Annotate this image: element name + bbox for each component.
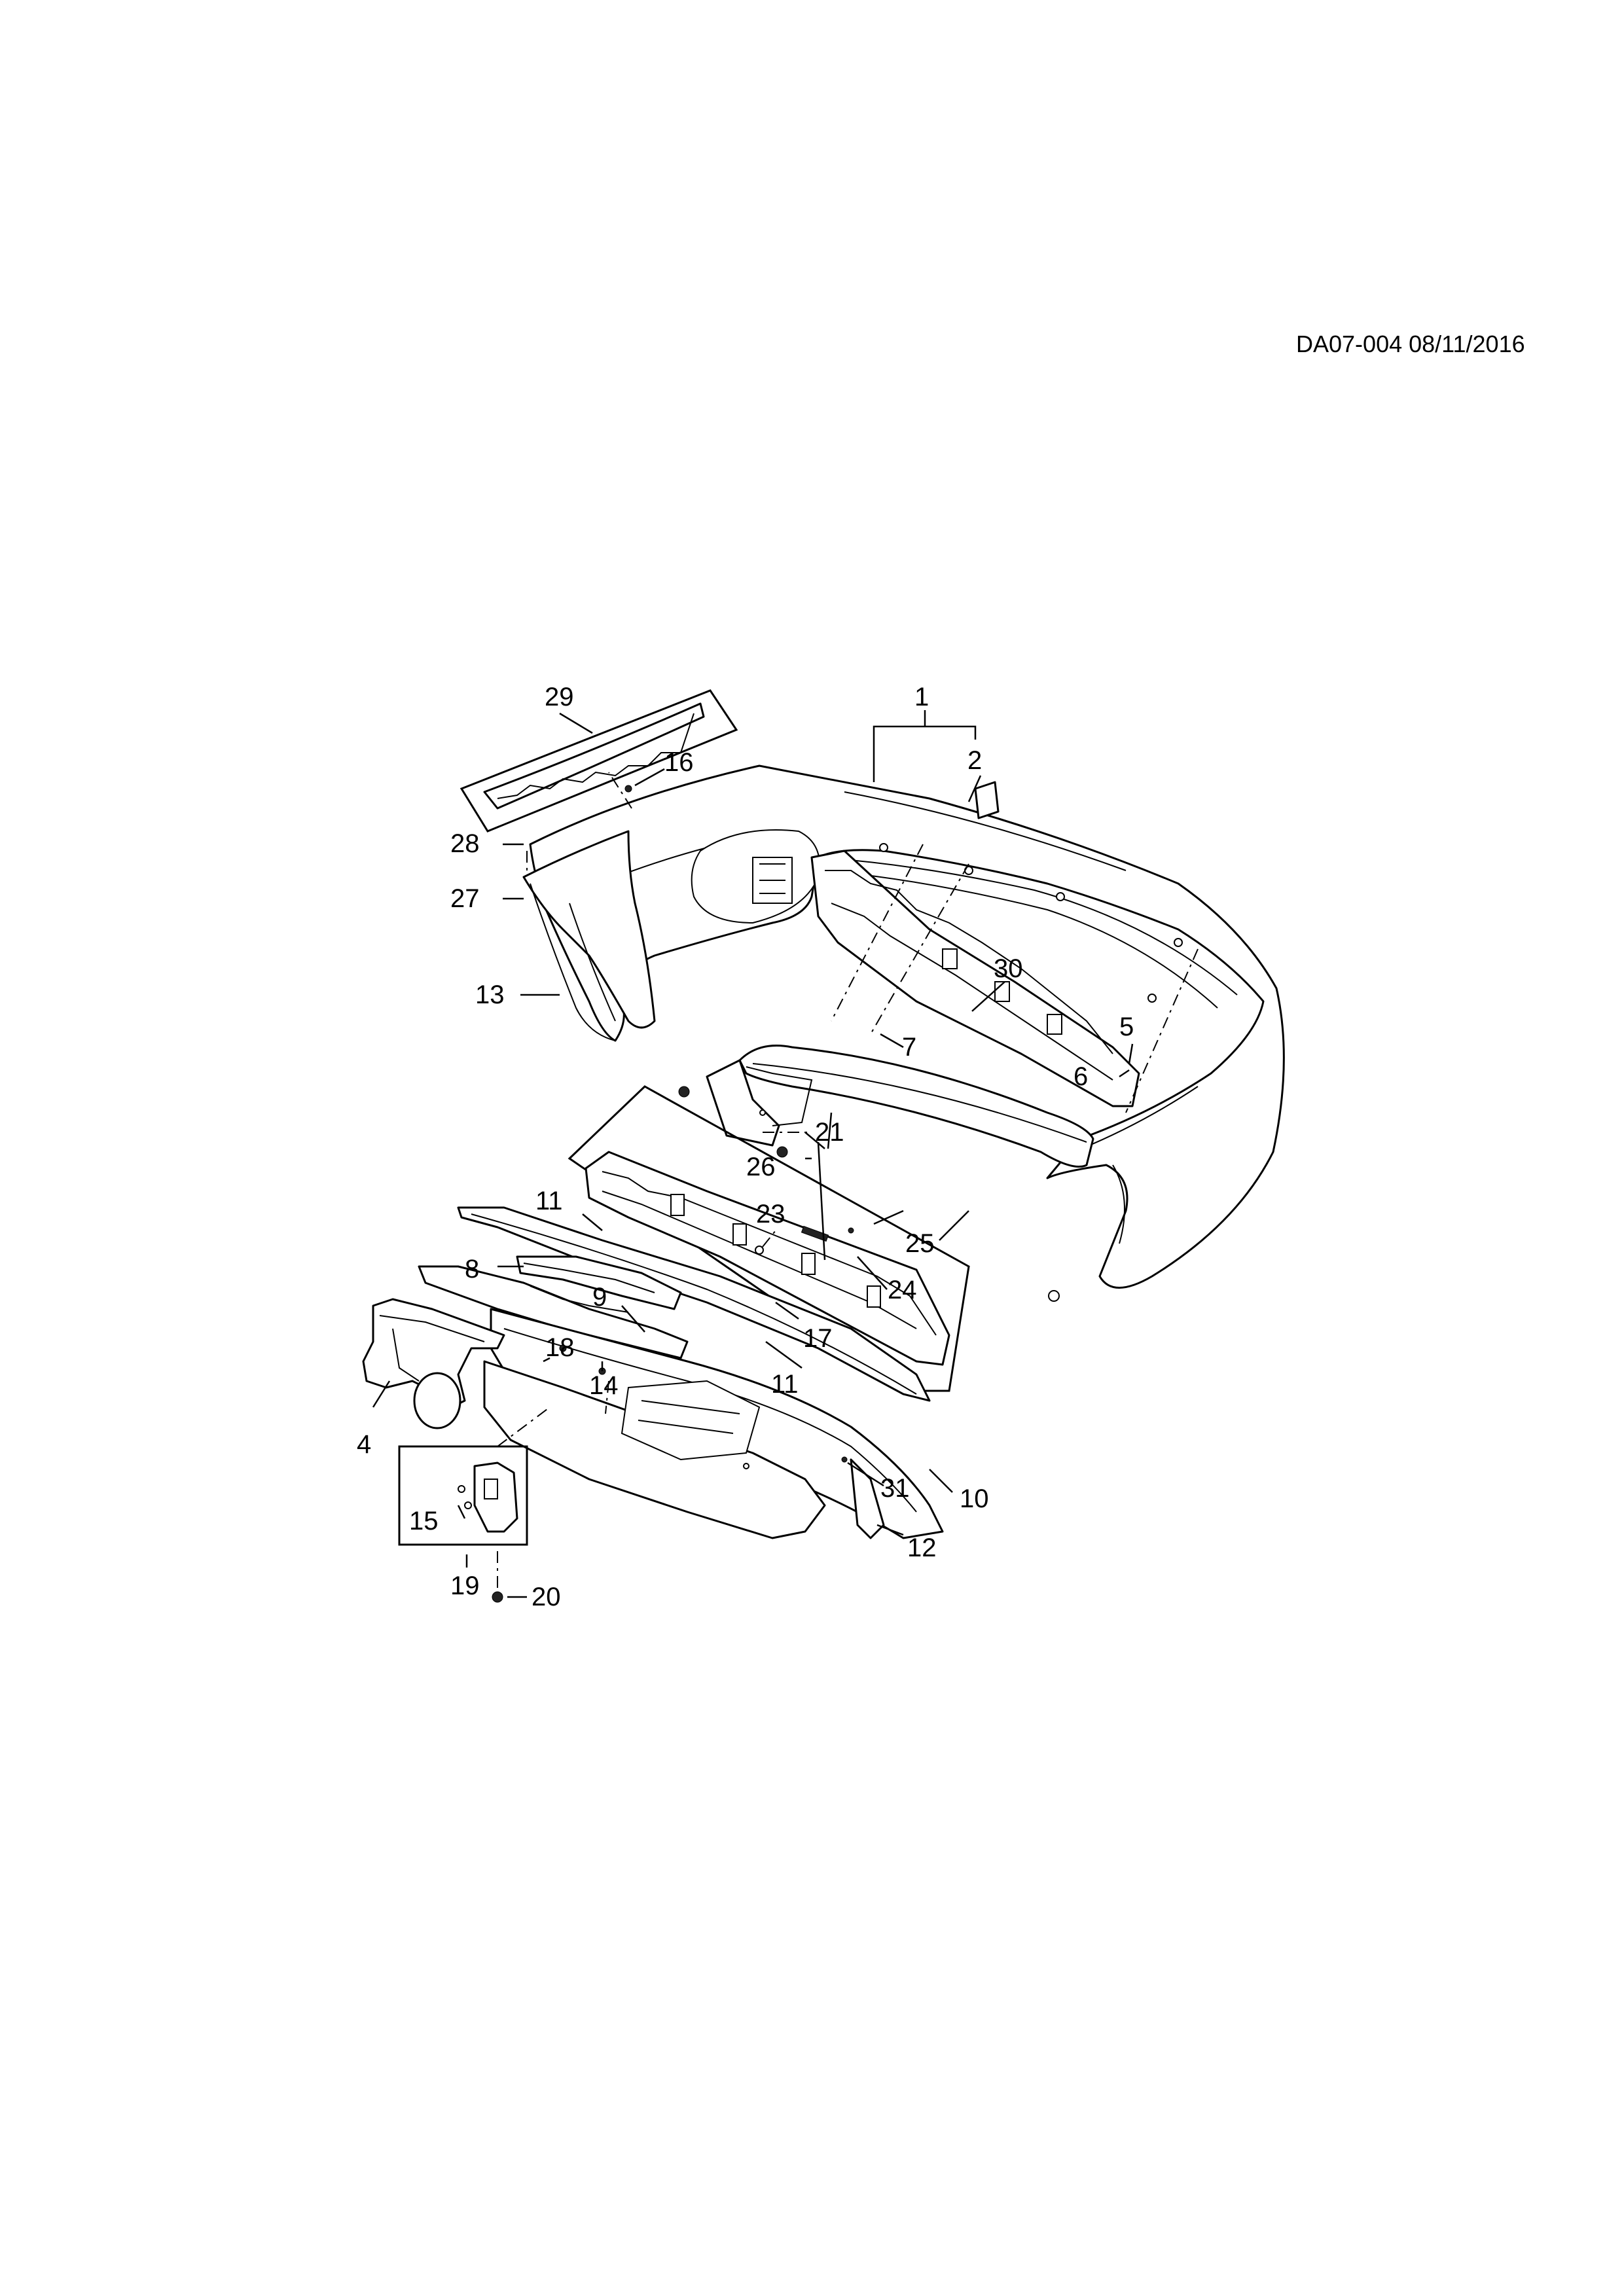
assembly-lines — [497, 772, 1199, 1590]
callout-14: 14 — [589, 1371, 619, 1400]
hitch-cover — [974, 781, 1000, 819]
callout-7: 7 — [902, 1033, 916, 1062]
document-id: DA07-004 08/11/2016 — [1296, 331, 1525, 357]
callout-9: 9 — [592, 1283, 607, 1312]
callout-30: 30 — [994, 954, 1023, 983]
callout-6: 6 — [1074, 1062, 1088, 1091]
energy-absorber-box — [568, 1085, 970, 1392]
callout-18: 18 — [545, 1333, 575, 1362]
callout-20: 20 — [532, 1583, 561, 1611]
callout-12: 12 — [907, 1534, 937, 1562]
callout-26: 26 — [746, 1153, 776, 1181]
callout-5: 5 — [1119, 1013, 1134, 1041]
callout-4: 4 — [357, 1430, 371, 1459]
callout-31: 31 — [880, 1474, 910, 1503]
lower-trim-strips — [418, 1206, 931, 1402]
callout-labels: 1 2 29 16 28 27 13 30 5 6 7 26 21 25 11 … — [357, 683, 1134, 1611]
callout-24: 24 — [888, 1276, 917, 1304]
callout-21: 21 — [815, 1118, 844, 1147]
callout-13: 13 — [475, 980, 505, 1009]
callout-11-lower: 11 — [771, 1370, 799, 1399]
callout-2: 2 — [967, 746, 982, 775]
callout-1: 1 — [914, 683, 929, 711]
bumper-cover — [522, 764, 1285, 1302]
left-bracket — [362, 1298, 505, 1429]
callout-8: 8 — [465, 1255, 479, 1283]
callout-28: 28 — [450, 829, 480, 858]
callout-11-upper: 11 — [535, 1187, 563, 1215]
reinforcement-bracket — [810, 850, 1140, 1107]
impact-beam — [678, 1045, 1094, 1168]
callout-16: 16 — [664, 748, 694, 777]
leader-lines — [372, 710, 1134, 1598]
callout-27: 27 — [450, 884, 480, 913]
upper-bracket-box — [460, 689, 738, 833]
callout-29: 29 — [545, 683, 574, 711]
callout-10: 10 — [960, 1484, 989, 1513]
lower-valance — [483, 1308, 944, 1539]
callout-17: 17 — [803, 1324, 833, 1353]
detail-box — [398, 1445, 528, 1603]
callout-19: 19 — [450, 1571, 480, 1600]
callout-25: 25 — [905, 1229, 935, 1258]
callout-23: 23 — [756, 1200, 785, 1229]
callout-15: 15 — [409, 1507, 439, 1535]
